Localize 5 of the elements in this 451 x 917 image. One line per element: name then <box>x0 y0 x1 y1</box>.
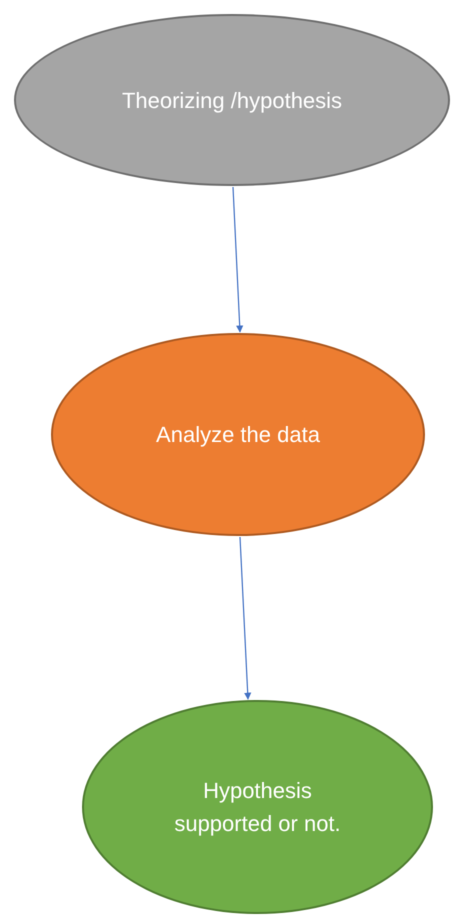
arrow <box>232 186 244 333</box>
node-label: Theorizing /hypothesis <box>122 86 342 115</box>
arrow <box>239 536 252 700</box>
node-label: Analyze the data <box>156 421 320 449</box>
node-label: Hypothesis supported or not. <box>173 777 342 838</box>
